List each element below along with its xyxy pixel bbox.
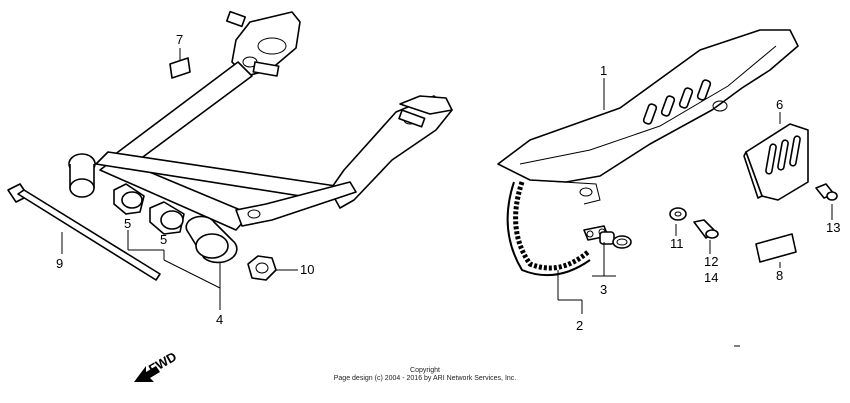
pivot-nut bbox=[247, 255, 277, 281]
callout-11: 11 bbox=[670, 236, 684, 251]
arrow-icon bbox=[134, 366, 160, 382]
callout-6: 6 bbox=[776, 97, 783, 112]
callout-leaders bbox=[61, 48, 833, 314]
drive-chain bbox=[506, 181, 591, 277]
chain-label bbox=[755, 233, 797, 263]
callout-14: 14 bbox=[704, 270, 718, 285]
callout-3: 3 bbox=[600, 282, 607, 297]
callout-1: 1 bbox=[600, 63, 607, 78]
chain-joint bbox=[583, 225, 632, 249]
callout-5a: 5 bbox=[124, 216, 131, 231]
callout-9: 9 bbox=[56, 256, 63, 271]
callout-2: 2 bbox=[576, 318, 583, 333]
copyright-heading: Copyright bbox=[410, 367, 440, 374]
caution-label bbox=[169, 57, 191, 79]
chain-case bbox=[497, 29, 799, 205]
callout-10: 10 bbox=[300, 262, 314, 277]
guard-bolt bbox=[815, 183, 838, 201]
pivot-bolt bbox=[7, 183, 161, 281]
pivot-collar-b bbox=[149, 201, 185, 235]
chain-guard-plate bbox=[743, 123, 809, 201]
chain-case-slots bbox=[642, 79, 712, 125]
swing-arm bbox=[68, 10, 453, 264]
callout-7: 7 bbox=[176, 32, 183, 47]
case-bolt bbox=[693, 219, 719, 239]
callout-13: 13 bbox=[826, 220, 840, 235]
callout-8: 8 bbox=[776, 268, 783, 283]
washer bbox=[669, 207, 687, 221]
pivot-collar-a bbox=[113, 183, 145, 215]
callout-5b: 5 bbox=[160, 232, 167, 247]
callout-4: 4 bbox=[216, 312, 223, 327]
copyright-notice: Page design (c) 2004 - 2016 by ARI Netwo… bbox=[333, 375, 517, 382]
callout-12: 12 bbox=[704, 254, 718, 269]
